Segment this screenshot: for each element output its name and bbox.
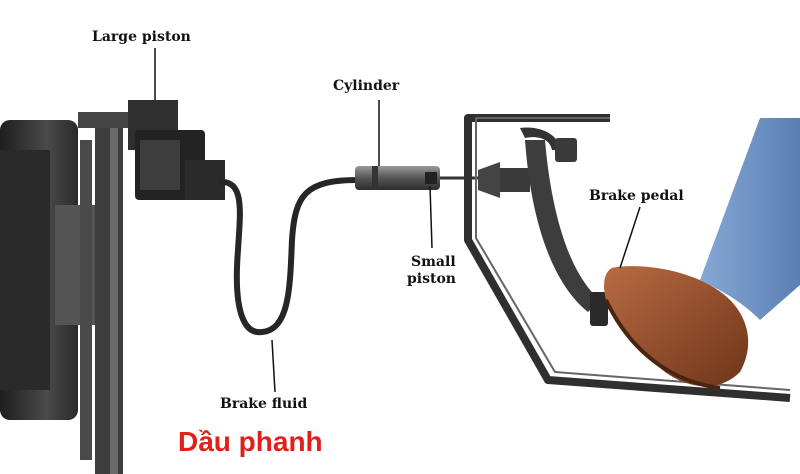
- label-brake-fluid-vn: Dầu phanh: [178, 426, 323, 457]
- leader-brake-pedal: [619, 206, 641, 269]
- master-cylinder: [355, 100, 480, 249]
- brake-fluid-hose: [219, 177, 361, 336]
- caliper-large-piston: [78, 100, 225, 200]
- foot-shoe: [604, 266, 749, 390]
- label-brake-pedal: Brake pedal: [589, 188, 684, 204]
- label-large-piston: Large piston: [92, 29, 191, 45]
- pedal-arm: [520, 127, 608, 326]
- label-cylinder: Cylinder: [333, 78, 400, 94]
- leg-jeans: [700, 118, 800, 320]
- label-small-piston-line2: piston: [407, 271, 456, 287]
- label-small-piston-line1: Small: [411, 254, 456, 270]
- label-brake-fluid: Brake fluid: [220, 396, 308, 412]
- leader-brake-fluid: [271, 339, 276, 393]
- brake-drum: [0, 120, 123, 474]
